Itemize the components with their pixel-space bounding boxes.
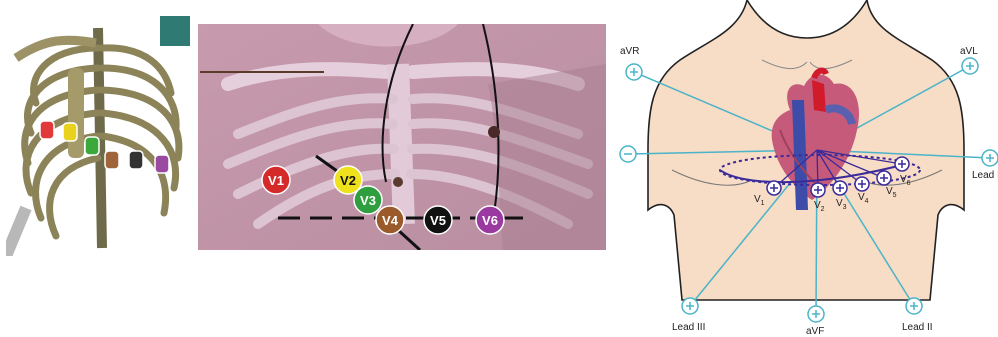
rib-electrode	[63, 123, 77, 141]
electrode-label: V5	[430, 213, 446, 228]
rib-electrode	[155, 155, 169, 173]
rib-cage-drawing	[6, 8, 196, 256]
rib-electrode	[129, 151, 143, 169]
electrode-label: V3	[360, 193, 376, 208]
limb-electrode	[962, 58, 978, 74]
limb-electrode	[982, 150, 998, 166]
electrode-label: V4	[382, 213, 399, 228]
electrode-label: V6	[482, 213, 498, 228]
electrode-v5: V5	[424, 206, 452, 234]
label-avr: aVR	[620, 46, 639, 57]
label-avl: aVL	[960, 46, 978, 57]
electrode-v1: V1	[262, 166, 290, 194]
rib-electrode	[40, 121, 54, 139]
electrode-label: V2	[340, 173, 356, 188]
label-lead-iii: Lead III	[672, 322, 705, 333]
limb-electrode	[808, 306, 824, 322]
rib-cage-illustration	[6, 8, 196, 256]
electrode-v3: V3	[354, 186, 382, 214]
limb-electrode	[626, 64, 642, 80]
label-lead-i: Lead I	[972, 170, 998, 181]
rib-electrode	[105, 151, 119, 169]
label-avf: aVF	[806, 326, 824, 337]
electrode-label: V1	[268, 173, 284, 188]
electrode-v4: V4	[376, 206, 404, 234]
limb-electrode	[682, 298, 698, 314]
electrode-v6: V6	[476, 206, 504, 234]
rib-electrode	[85, 137, 99, 155]
limb-electrode	[620, 146, 636, 162]
label-lead-ii: Lead II	[902, 322, 933, 333]
limb-electrode	[906, 298, 922, 314]
